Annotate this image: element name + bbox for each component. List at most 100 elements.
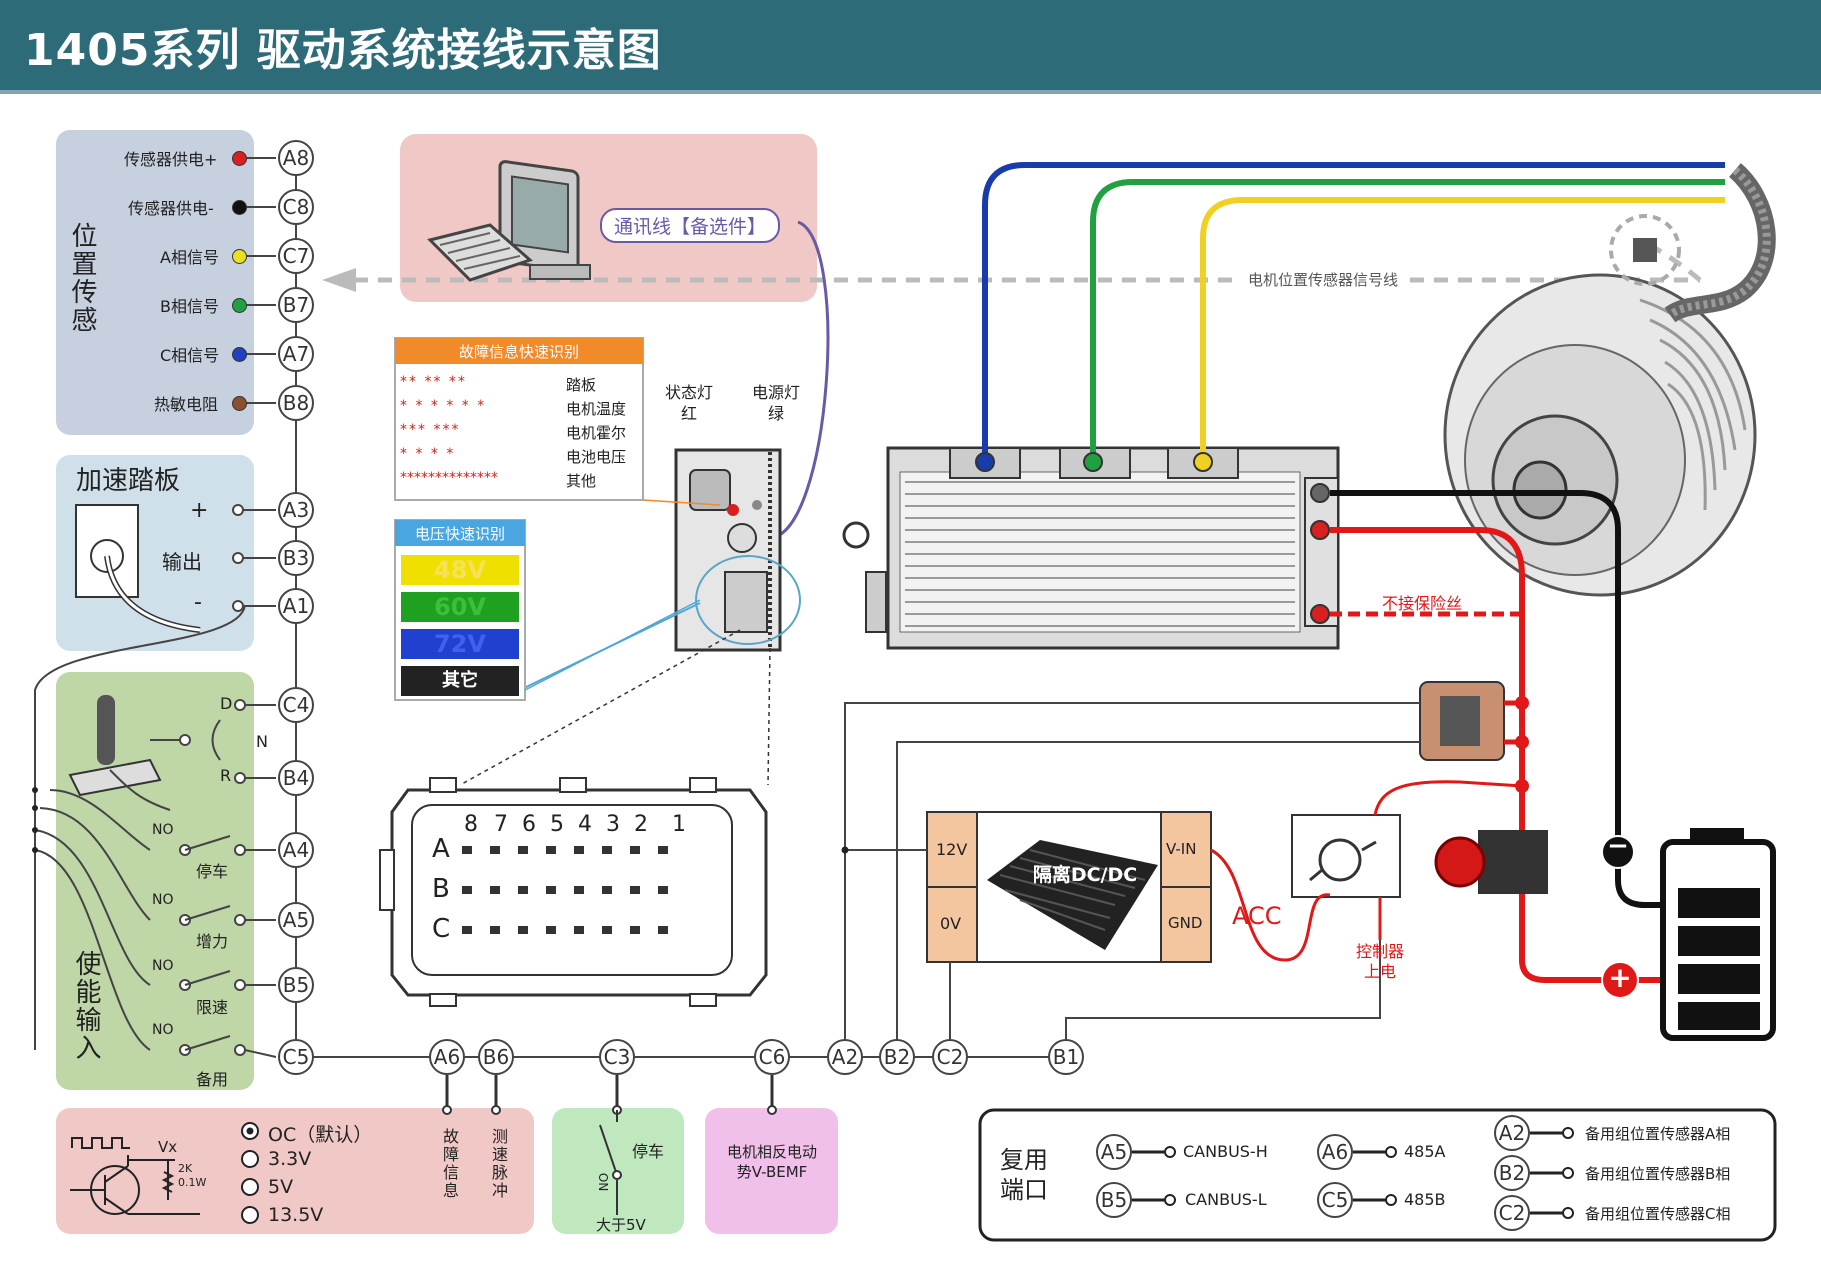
fault-code-2: * * * * * *: [400, 398, 487, 414]
dcdc-title: 隔离DC/DC: [1032, 864, 1138, 886]
controller-side-icon: [674, 448, 801, 652]
switch-no-c5: NO: [152, 1022, 174, 1038]
fault-name-1: 踏板: [566, 376, 597, 394]
sensor-label-c8: 传感器供电-: [128, 199, 214, 218]
dcdc-0v: 0V: [940, 914, 962, 933]
c3-gt5v-label: 大于5V: [596, 1216, 646, 1234]
reuse-label-485b: 485B: [1404, 1190, 1446, 1209]
pin-b4: B4: [278, 760, 314, 796]
fault-name-3: 电机霍尔: [566, 424, 627, 442]
reuse-pin-b5: B5: [1096, 1182, 1132, 1218]
fault-table-title: 故障信息快速识别: [458, 343, 579, 361]
gear-lever-icon: [68, 695, 276, 811]
fault-name-5: 其他: [566, 472, 597, 490]
pin-a3: A3: [278, 492, 314, 528]
pin-b7: B7: [278, 287, 314, 323]
pedal-minus-label: -: [194, 590, 202, 615]
pin-b3: B3: [278, 540, 314, 576]
connector-row-a: A: [432, 834, 450, 864]
a6-fault-info-label: 故障信息: [440, 1128, 459, 1200]
pin-a1: A1: [278, 588, 314, 624]
pin-b2: B2: [879, 1039, 915, 1075]
connector-col-7: 7: [494, 812, 508, 837]
sensor-dot-b7: [232, 298, 247, 313]
sensor-label-b8: 热敏电阻: [154, 395, 219, 414]
option-5v[interactable]: 5V: [268, 1176, 294, 1198]
switch-label-c5: 备用: [196, 1070, 229, 1089]
vx-label: Vx: [158, 1138, 178, 1156]
b6-speed-pulse-label: 测速脉冲: [489, 1128, 508, 1200]
c3-no-label: NO: [597, 1172, 612, 1192]
switch-label-a4: 停车: [196, 862, 229, 881]
pin-c5: C5: [278, 1039, 314, 1075]
output-options-panel: [56, 1108, 534, 1234]
pin-b5: B5: [278, 967, 314, 1003]
reuse-label-backup-c: 备用组位置传感器C相: [1585, 1205, 1731, 1223]
status-led-label: 状态灯红: [664, 383, 713, 423]
sensor-dot-c7: [232, 249, 247, 264]
fault-code-3: *** ***: [400, 422, 461, 438]
switch-label-b5: 限速: [196, 998, 229, 1017]
voltage-72v: 72V: [401, 629, 519, 659]
battery-plus-label: +: [1608, 961, 1632, 994]
option-oc[interactable]: OC（默认）: [268, 1124, 373, 1146]
reuse-label-backup-b: 备用组位置传感器B相: [1585, 1165, 1731, 1183]
pin-a7: A7: [278, 336, 314, 372]
gear-d-label: D: [220, 694, 233, 713]
pin-a6: A6: [429, 1039, 465, 1075]
sensor-line-label: 电机位置传感器信号线: [1238, 268, 1409, 291]
no-fuse-label: 不接保险丝: [1382, 594, 1463, 613]
option-3v3[interactable]: 3.3V: [268, 1148, 312, 1170]
pin-b8: B8: [278, 385, 314, 421]
dcdc-vin: V-IN: [1166, 840, 1197, 858]
connector-col-8: 8: [464, 812, 478, 837]
fault-code-1: ** ** **: [400, 374, 467, 390]
reuse-port-panel: [978, 1108, 1777, 1242]
connector-col-6: 6: [522, 812, 536, 837]
voltage-other: 其它: [401, 666, 519, 696]
fault-code-5: **************: [400, 470, 498, 486]
connector-col-5: 5: [550, 812, 564, 837]
page-title: 1405系列 驱动系统接线示意图: [24, 25, 662, 76]
option-13v5[interactable]: 13.5V: [268, 1204, 324, 1226]
resistor-label: 2K 0.1W: [178, 1162, 207, 1189]
accelerator-label: 加速踏板: [76, 466, 181, 496]
pedal-output-label: 输出: [162, 550, 202, 574]
transistor-icon: [70, 1137, 200, 1215]
reuse-label-backup-a: 备用组位置传感器A相: [1585, 1125, 1731, 1143]
sensor-dot-a8: [232, 151, 247, 166]
enable-input-label: 使能输入: [71, 950, 101, 1062]
sensor-dot-c8: [232, 200, 247, 215]
c6-bemf-panel: [705, 1108, 838, 1234]
pin-b1: B1: [1048, 1039, 1084, 1075]
motor-icon: [1443, 163, 1776, 597]
dcdc-gnd: GND: [1168, 914, 1203, 932]
position-sensing-label: 位置传感: [67, 222, 97, 334]
connector-row-b-pins: [462, 886, 682, 894]
pin-a5: A5: [278, 902, 314, 938]
connector-col-1: 1: [672, 812, 686, 837]
sensor-dot-b8: [232, 396, 247, 411]
pedal-plus-label: +: [190, 498, 209, 523]
reuse-label-canl: CANBUS-L: [1185, 1190, 1267, 1209]
voltage-table-title: 电压快速识别: [414, 525, 505, 543]
computer-icon: [427, 160, 591, 282]
battery-minus-label: −: [1607, 831, 1629, 861]
switch-no-a4: NO: [152, 822, 174, 838]
sensor-label-a8: 传感器供电+: [124, 150, 218, 169]
voltage-48v: 48V: [401, 555, 519, 585]
pin-c8: C8: [278, 189, 314, 225]
connector-col-2: 2: [634, 812, 648, 837]
gear-r-label: R: [220, 766, 232, 785]
key-switch-icon: [1291, 814, 1401, 898]
pin-c2: C2: [932, 1039, 968, 1075]
fault-name-2: 电机温度: [566, 400, 627, 418]
main-controller-icon: [842, 446, 1340, 650]
switch-no-a5: NO: [152, 892, 174, 908]
pin-a8: A8: [278, 140, 314, 176]
dcdc-converter-icon: [926, 811, 1212, 963]
sensor-label-b7: B相信号: [160, 297, 219, 316]
reuse-pin-b2: B2: [1494, 1155, 1530, 1191]
connector-row-b: B: [432, 874, 450, 904]
